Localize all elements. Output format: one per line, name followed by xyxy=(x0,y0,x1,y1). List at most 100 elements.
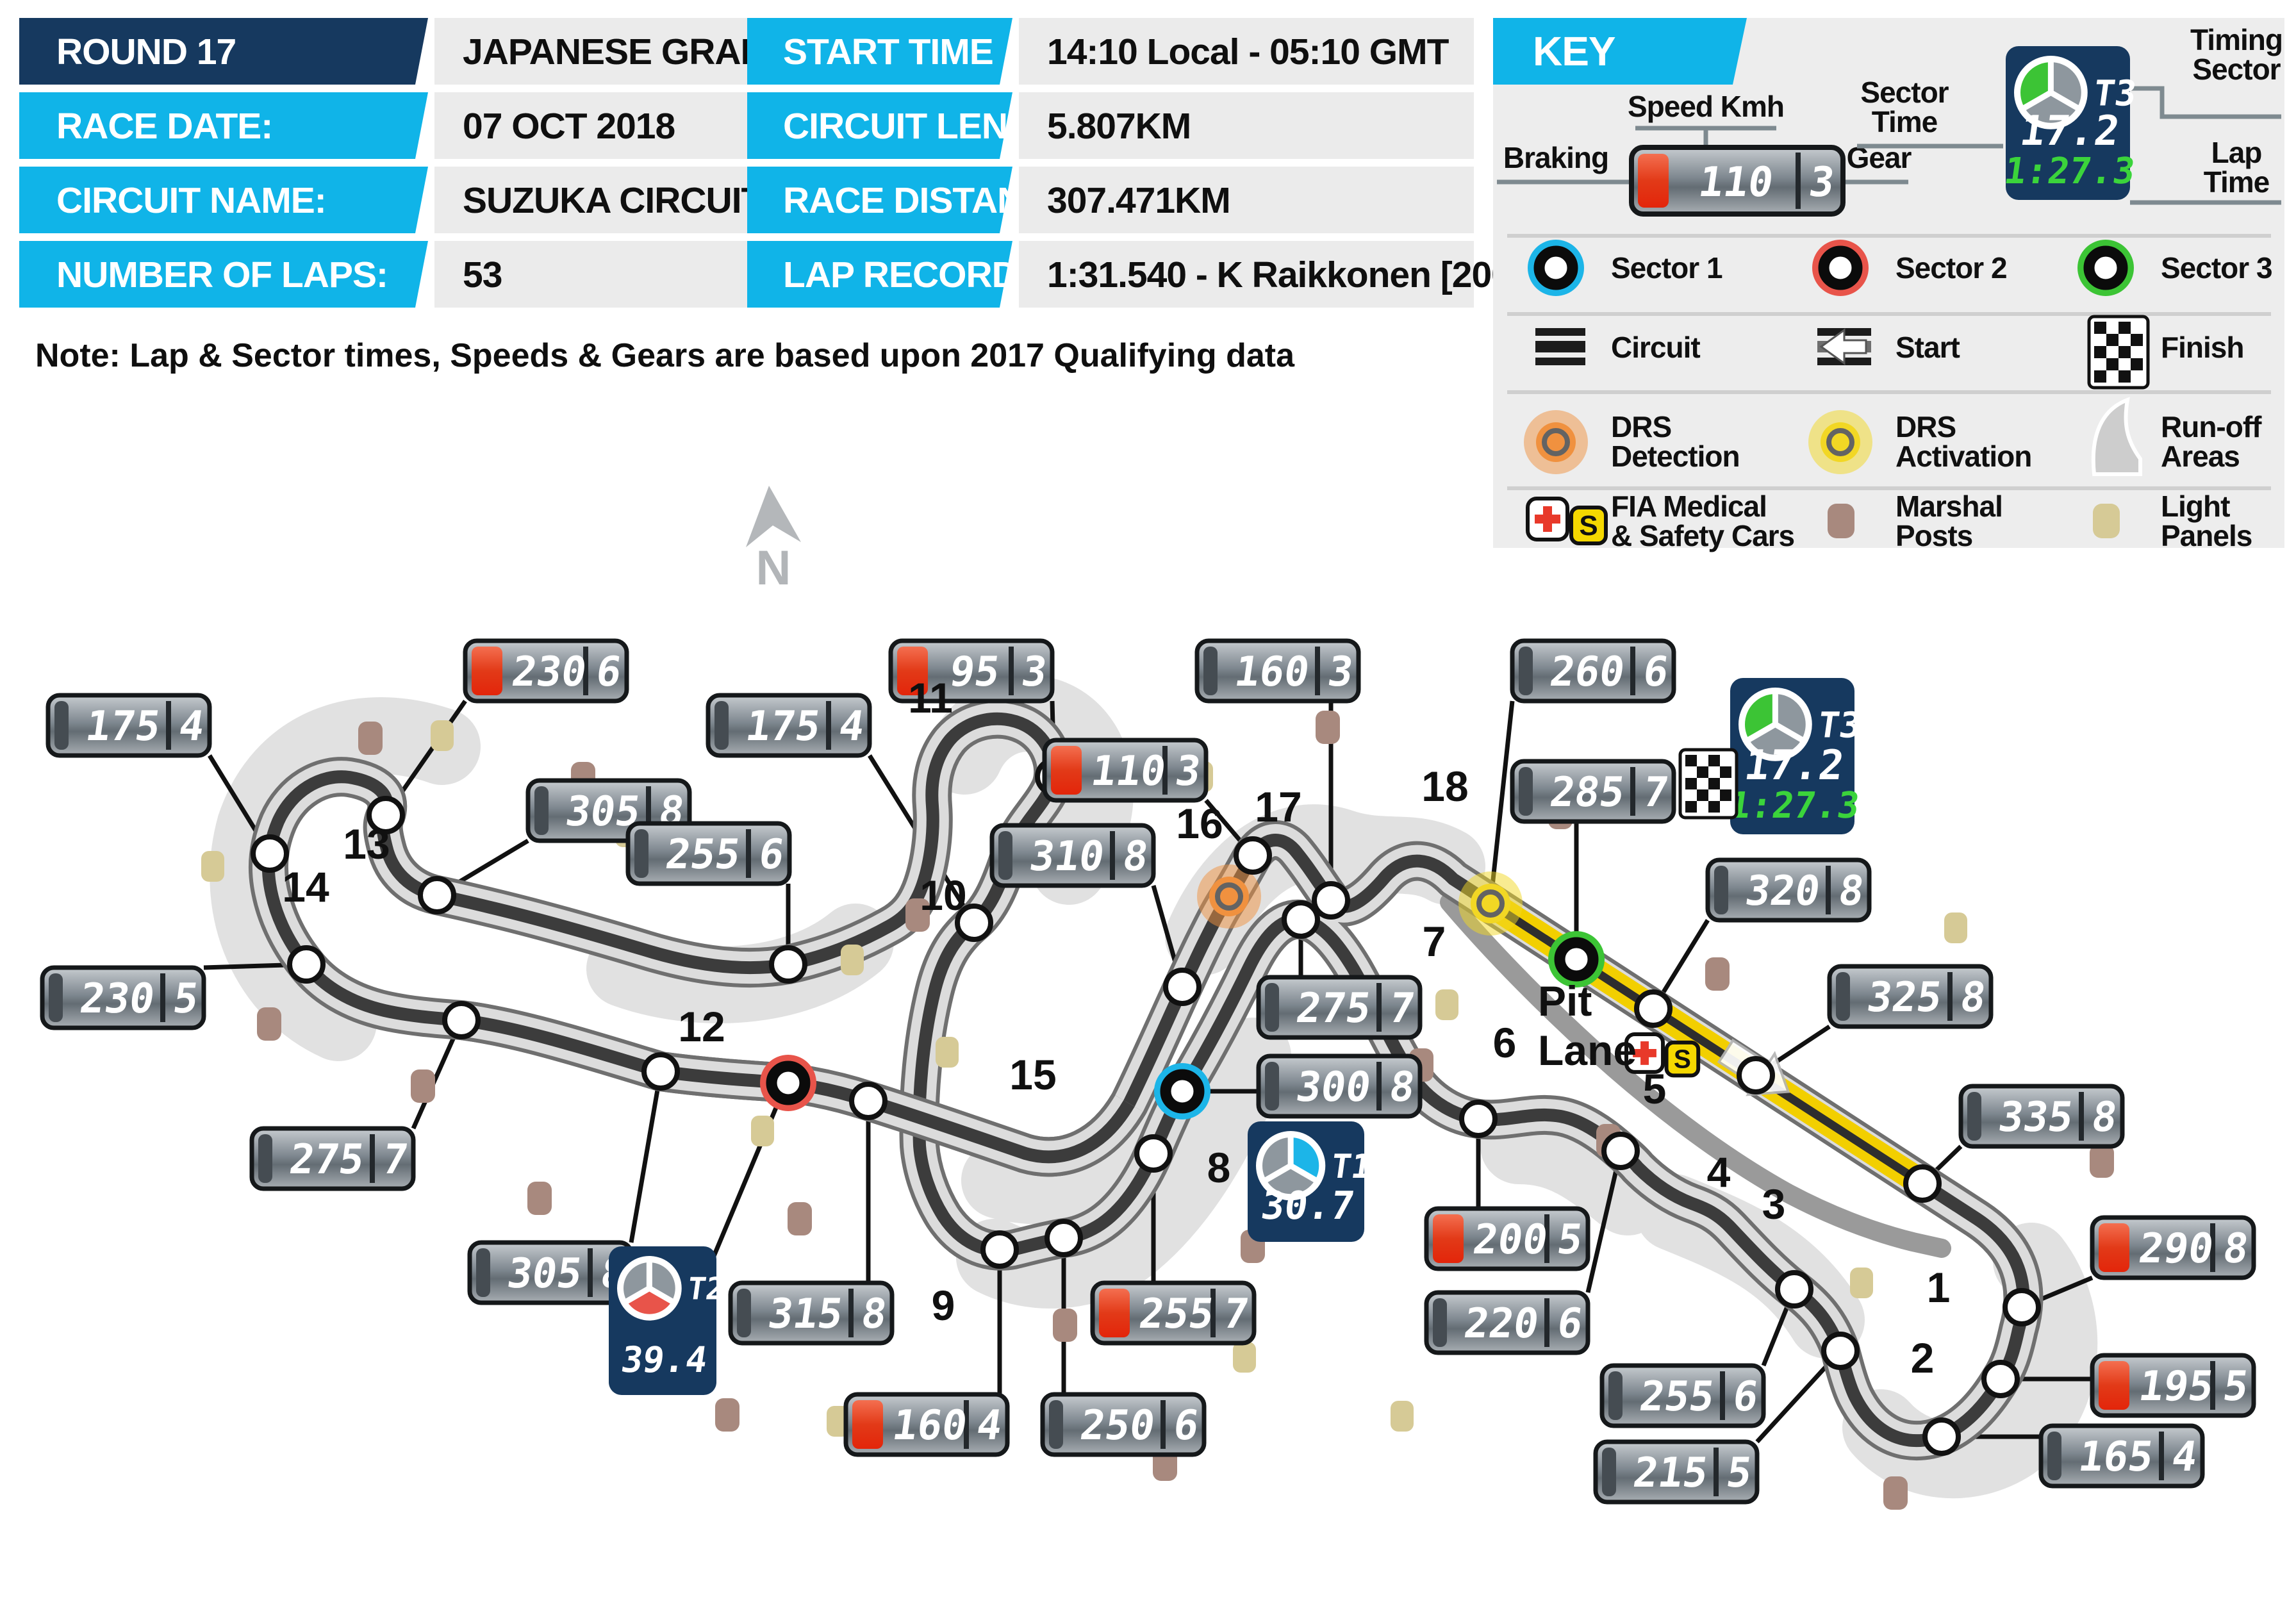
lap-time-label-1: Lap xyxy=(2211,136,2262,169)
drs-activation-marker xyxy=(1458,871,1523,936)
key-fia-icon: S xyxy=(1526,497,1608,545)
marshal-label-2: Posts xyxy=(1895,519,1972,552)
timing-lap-time: 1:27.3 xyxy=(1726,785,1862,827)
sector1-label: Sector 1 xyxy=(1611,251,1722,285)
lead-segment xyxy=(1049,1400,1063,1449)
runoff-label-1: Run-off xyxy=(2161,410,2262,443)
drs-detection-label-2: Detection xyxy=(1611,440,1740,473)
timing-sector-time: 17.2 xyxy=(1742,741,1847,789)
info-label: LAP RECORD: xyxy=(783,254,1029,295)
drs-detection-label-1: DRS xyxy=(1611,410,1671,443)
light-panel xyxy=(841,945,864,975)
turn-label-11: 11 xyxy=(908,674,953,722)
fia-medical-safety-icon: S xyxy=(1526,497,1608,545)
lead-segment xyxy=(2047,1432,2061,1480)
turn-label-4: 4 xyxy=(1707,1148,1731,1196)
marker-speed-value: 110 xyxy=(1088,747,1169,795)
north-label: N xyxy=(756,541,791,595)
turn-label-9: 9 xyxy=(932,1282,955,1329)
key-sector2-icon xyxy=(1812,240,1869,296)
lead-segment xyxy=(1714,866,1728,914)
info-value: 1:31.540 - K Raikkonen [2005] xyxy=(1047,254,1542,295)
marshal-post xyxy=(905,898,930,932)
turn-label-10: 10 xyxy=(920,871,966,919)
light-panel xyxy=(1944,912,1967,943)
track-dot xyxy=(442,1001,481,1039)
sector2-label: Sector 2 xyxy=(1895,251,2007,285)
key-sector1-icon xyxy=(1528,240,1584,296)
lead-segment xyxy=(49,973,63,1022)
lead-segment xyxy=(534,786,549,835)
turn-label-8: 8 xyxy=(1207,1144,1231,1191)
track-dot xyxy=(1163,968,1202,1006)
lead-segment xyxy=(1602,1448,1616,1496)
track-dot xyxy=(1045,1219,1083,1257)
light-panel xyxy=(1850,1268,1873,1298)
timing-sector-time: 17.2 xyxy=(2017,107,2123,155)
braking-segment xyxy=(897,647,928,695)
turn-label-13: 13 xyxy=(343,820,390,868)
light-label-1: Light xyxy=(2161,490,2230,523)
track-dot xyxy=(1737,1056,1775,1094)
timing-sector-time: 39.4 xyxy=(618,1339,710,1381)
marker-speed-value: 95 xyxy=(946,648,1003,696)
track-dot xyxy=(1601,1132,1640,1170)
finish-label: Finish xyxy=(2161,331,2243,364)
key-finish-icon xyxy=(2087,315,2150,390)
lead-segment xyxy=(1608,1371,1623,1420)
marker-speed-value: 195 xyxy=(2136,1362,2217,1410)
key-sector-rings xyxy=(1524,240,2134,474)
finish-flag-icon xyxy=(1678,748,1739,820)
track-dot xyxy=(1903,1164,1942,1203)
drs-activation-label-1: DRS xyxy=(1895,410,1956,443)
pit-lane-road xyxy=(1440,893,1951,1258)
turn-label-14: 14 xyxy=(282,863,329,911)
info-value: 07 OCT 2018 xyxy=(463,106,675,147)
marker-speed-value: 175 xyxy=(83,702,163,750)
marshal-post xyxy=(411,1069,435,1103)
marker-speed-value: 165 xyxy=(2076,1433,2156,1481)
lead-segment xyxy=(258,1134,272,1183)
track-dot xyxy=(1922,1417,1961,1456)
lead-segment xyxy=(476,1248,490,1297)
track-dot xyxy=(1134,1134,1173,1173)
marker-speed-value: 275 xyxy=(286,1135,367,1184)
runoff-label-2: Areas xyxy=(2161,440,2240,473)
drs-detection-marker xyxy=(1197,864,1261,929)
sector-and-drs-markers xyxy=(760,864,1605,1119)
key-title: KEY xyxy=(1533,28,1615,74)
pit-lane-label-line2: Lane xyxy=(1538,1027,1637,1074)
track-dot xyxy=(769,945,807,984)
lead-segment xyxy=(1836,972,1850,1021)
marshal-post xyxy=(715,1398,739,1432)
braking-segment xyxy=(1099,1289,1130,1337)
marshal-post xyxy=(1883,1476,1908,1510)
fia-label-2: & Safety Cars xyxy=(1611,519,1794,552)
info-label-box xyxy=(19,241,428,308)
marshal-post xyxy=(1316,711,1340,744)
sector-time-label-2: Time xyxy=(1872,105,1938,138)
marker-speed-value: 315 xyxy=(765,1290,846,1338)
info-label-box xyxy=(747,167,1012,233)
lead-segment xyxy=(1265,1062,1279,1111)
turn-label-7: 7 xyxy=(1423,918,1446,965)
info-label: NUMBER OF LAPS: xyxy=(56,254,388,295)
speed-gear-demo-box: 110 3 xyxy=(1629,145,1846,217)
marshal-post xyxy=(358,722,383,755)
track-dot xyxy=(1821,1332,1860,1370)
marker-speed-value: 230 xyxy=(77,975,158,1023)
